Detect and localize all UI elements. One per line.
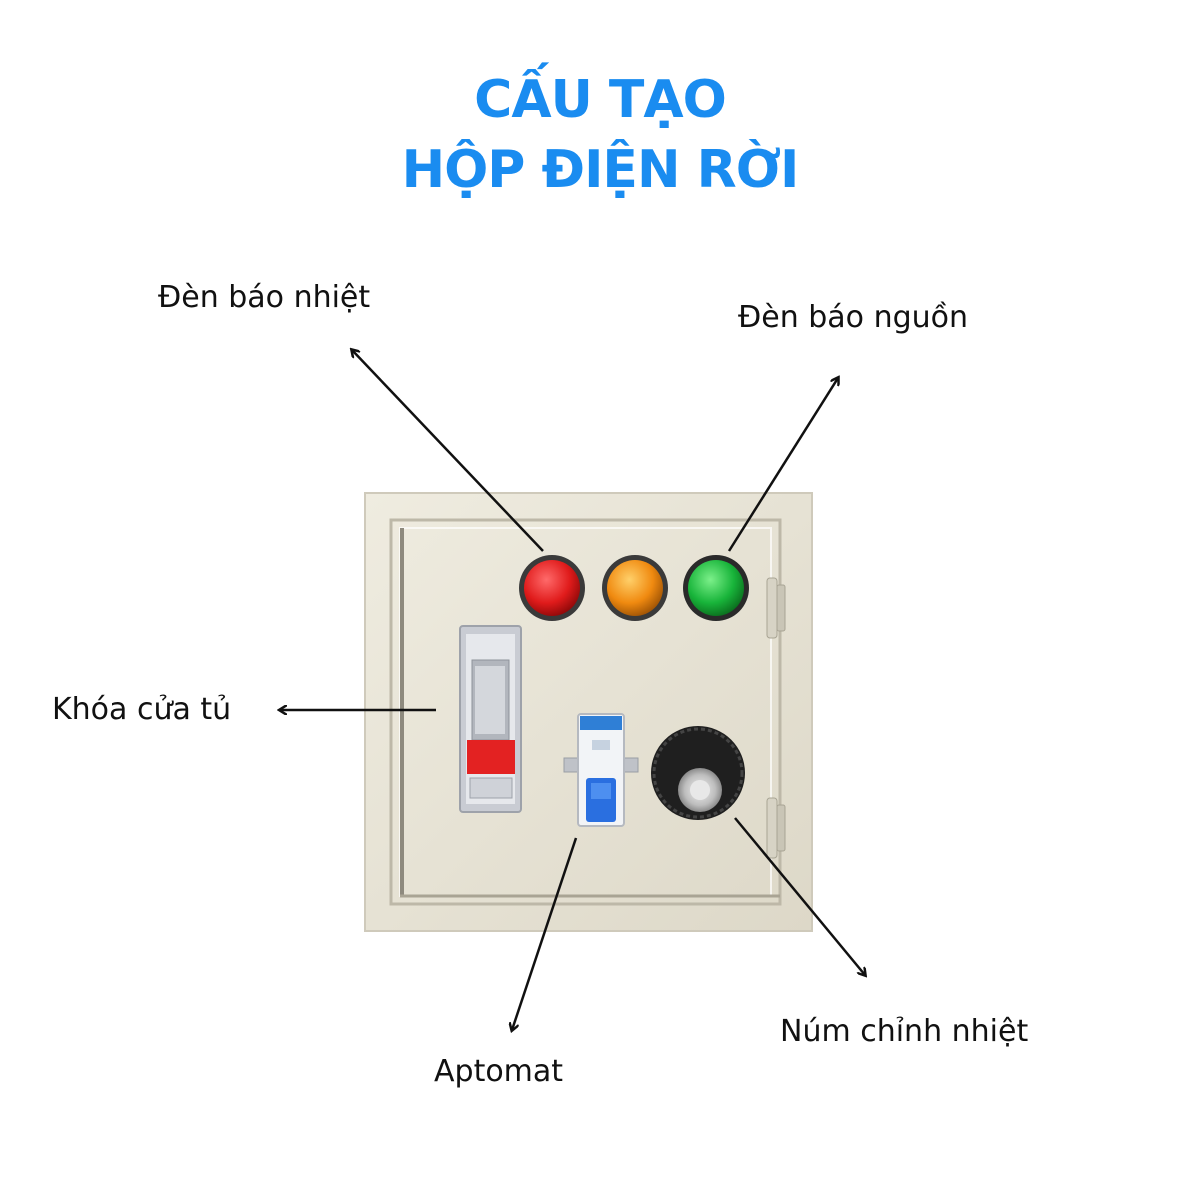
circuit-breaker — [563, 713, 639, 827]
orange-indicator-lamp — [602, 555, 668, 621]
label-power-indicator: Đèn báo nguồn — [738, 300, 969, 335]
label-cabinet-lock: Khóa cửa tủ — [52, 692, 232, 727]
arrow-circuit-breaker — [512, 837, 578, 1030]
arrow-heat-indicator — [352, 350, 544, 552]
arrow-temperature-knob — [734, 817, 865, 975]
arrow-power-indicator — [727, 378, 838, 552]
label-circuit-breaker: Aptomat — [434, 1054, 564, 1089]
diagram-title-line2: HỘP ĐIỆN RỜI — [401, 140, 800, 200]
red-indicator-lamp — [519, 555, 585, 621]
hinge-top — [766, 577, 786, 639]
green-indicator-lamp — [683, 555, 749, 621]
hinge-bottom — [766, 797, 786, 859]
temperature-knob — [651, 726, 745, 820]
label-temperature-knob: Núm chỉnh nhiệt — [780, 1014, 1029, 1049]
door-lock — [459, 625, 522, 813]
diagram-title-line1: CẤU TẠO — [474, 70, 727, 130]
cabinet — [364, 492, 813, 932]
label-heat-indicator: Đèn báo nhiệt — [158, 280, 371, 315]
